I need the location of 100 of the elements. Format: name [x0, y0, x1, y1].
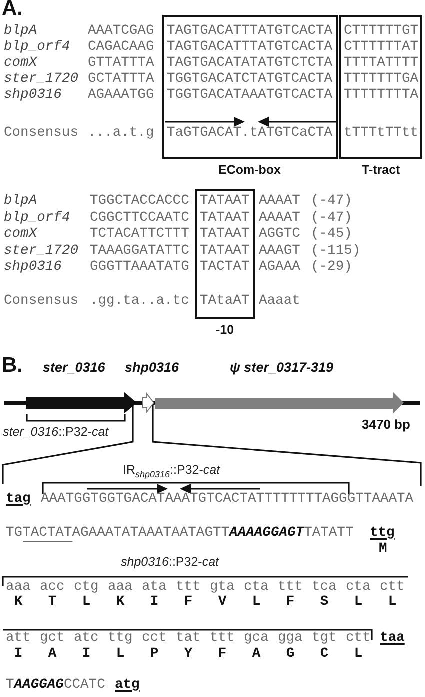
codon-text: ctt — [380, 580, 405, 596]
row-label: Consensus — [4, 294, 79, 310]
gene-label: ψ ster_0317-319 — [230, 360, 334, 376]
sequence-text: TATAAT — [200, 227, 250, 243]
codon-text: gca — [244, 631, 269, 647]
sequence-text: GCTATTTA — [88, 72, 154, 88]
gene-name: comX — [4, 227, 38, 243]
sequence-text: AGGTC — [259, 227, 300, 243]
gene-name: blp_orf4 — [4, 40, 70, 56]
codon-text: cta — [244, 580, 269, 596]
panel-label: A. — [2, 0, 23, 20]
sequence-text: GTTATTTA — [88, 56, 154, 72]
sequence-text: TTTTTTTTA — [344, 88, 419, 104]
amino-acid-letter: K — [14, 595, 23, 611]
codon-text: aaa — [6, 580, 31, 596]
amino-acid-letter: L — [388, 595, 397, 611]
codon-text: gta — [210, 580, 235, 596]
sequence-text: TAAGGAGCCATC — [6, 678, 106, 694]
amino-acid-letter: L — [116, 647, 125, 663]
amino-acid-letter: T — [48, 595, 57, 611]
amino-acid-letter: I — [150, 595, 159, 611]
amino-acid-letter: F — [184, 595, 193, 611]
amino-acid-letter: K — [116, 595, 125, 611]
gene-name: blpA — [4, 194, 38, 210]
sequence-text: AAATGGTGGTGACATAAATGTCACTATTTTTTTTAGGGTTAAATA — [41, 492, 414, 508]
codon-text: atc — [74, 631, 99, 647]
sequence-text: TCTACATTCTTT — [90, 227, 190, 243]
amino-acid-letter: L — [354, 647, 363, 663]
codon-text: att — [6, 631, 31, 647]
sequence-text: TAGTGACATATATGTCTCTA — [167, 56, 333, 72]
position-text: (-47) — [311, 210, 352, 226]
codon-text: cta — [346, 580, 371, 596]
codon-text: ttt — [278, 580, 303, 596]
codon-text: atg — [115, 678, 140, 694]
codon-text: ctg — [74, 580, 99, 596]
motif-label: ECom-box — [218, 162, 281, 178]
sequence-text: TGGCTACCACCC — [90, 194, 190, 210]
sequence-text: TTTTTTTGA — [344, 72, 419, 88]
sequence-text: TAtaAT — [200, 294, 250, 310]
codon-text: ttg — [108, 631, 133, 647]
codon-text: gct — [40, 631, 65, 647]
sequence-text: Aaaat — [259, 294, 300, 310]
sequence-text: CAGACAAG — [88, 40, 154, 56]
sequence-text: AAAAT — [259, 194, 300, 210]
sequence-text: .gg.ta..a.tc — [90, 294, 190, 310]
sequence-text: TATAAT — [200, 194, 250, 210]
sequence-text: AAAAT — [259, 210, 300, 226]
motif-label: T-tract — [362, 162, 400, 178]
gene-name: shp0316 — [4, 88, 62, 104]
amino-acid-letter: F — [286, 595, 295, 611]
codon-text: ata — [142, 580, 167, 596]
position-text: (-29) — [311, 260, 352, 276]
amino-acid-letter: G — [286, 647, 295, 663]
sequence-text: AGAAA — [259, 260, 300, 276]
codon-text: tat — [176, 631, 201, 647]
sequence-text: TATAAT — [200, 244, 250, 260]
amino-acid-letter: L — [354, 595, 363, 611]
construct-label: ster_0316::P32-cat — [3, 424, 109, 440]
position-text: (-115) — [311, 244, 361, 260]
sequence-text: TATAAT — [200, 210, 250, 226]
row-label: Consensus — [4, 126, 79, 142]
codon-text: tgt — [312, 631, 337, 647]
gene-name: comX — [4, 56, 38, 72]
amino-acid-letter: P — [150, 647, 159, 663]
length-label: 3470 bp — [362, 417, 410, 433]
sequence-text: AAAGT — [259, 244, 300, 260]
amino-acid-letter: V — [218, 595, 227, 611]
codon-text: tag — [6, 492, 31, 508]
sequence-text: CTTTTTTAT — [344, 40, 419, 56]
codon-text: tca — [312, 580, 337, 596]
gene-name: ster_1720 — [4, 244, 79, 260]
sequence-text: TGGTGACATAAATGTCACTA — [167, 88, 333, 104]
construct-label: shp0316::P32-cat — [121, 554, 220, 570]
gene-name: blp_orf4 — [4, 210, 70, 226]
sequence-text: TAGTGACATTTATGTCACTA — [167, 24, 333, 40]
gene-name: shp0316 — [4, 260, 62, 276]
amino-acid-letter: I — [14, 647, 23, 663]
sequence-text: AGAAATGG — [88, 88, 154, 104]
amino-acid-letter: A — [48, 647, 57, 663]
sequence-text: AAATCGAG — [88, 24, 154, 40]
codon-text: ttg — [370, 526, 395, 542]
gene-name: ster_1720 — [4, 72, 79, 88]
sequence-text: TTTTATTTT — [344, 56, 419, 72]
sequence-text: CTTTTTTGT — [344, 24, 419, 40]
sequence-text: ...a.t.g — [88, 126, 154, 142]
codon-text: cct — [142, 631, 167, 647]
amino-acid-letter: I — [82, 647, 91, 663]
amino-acid-letter: Y — [184, 647, 193, 663]
sequence-text: TAGTGACATTTATGTCACTA — [167, 40, 333, 56]
sequence-text: TACTAT — [200, 260, 250, 276]
amino-acid-letter: A — [252, 647, 261, 663]
amino-acid-letter: L — [82, 595, 91, 611]
codon-text: ctt — [346, 631, 371, 647]
sequence-text: CGGCTTCCAATC — [90, 210, 190, 226]
amino-acid-letter: F — [218, 647, 227, 663]
sequence-text: TAAAGGATATTC — [90, 244, 190, 260]
codon-text: gga — [278, 631, 303, 647]
amino-acid-letter: M — [379, 542, 388, 558]
sequence-text: TGGTGACATCTATGTCACTA — [167, 72, 333, 88]
gene-label: ster_0316 — [43, 360, 106, 376]
